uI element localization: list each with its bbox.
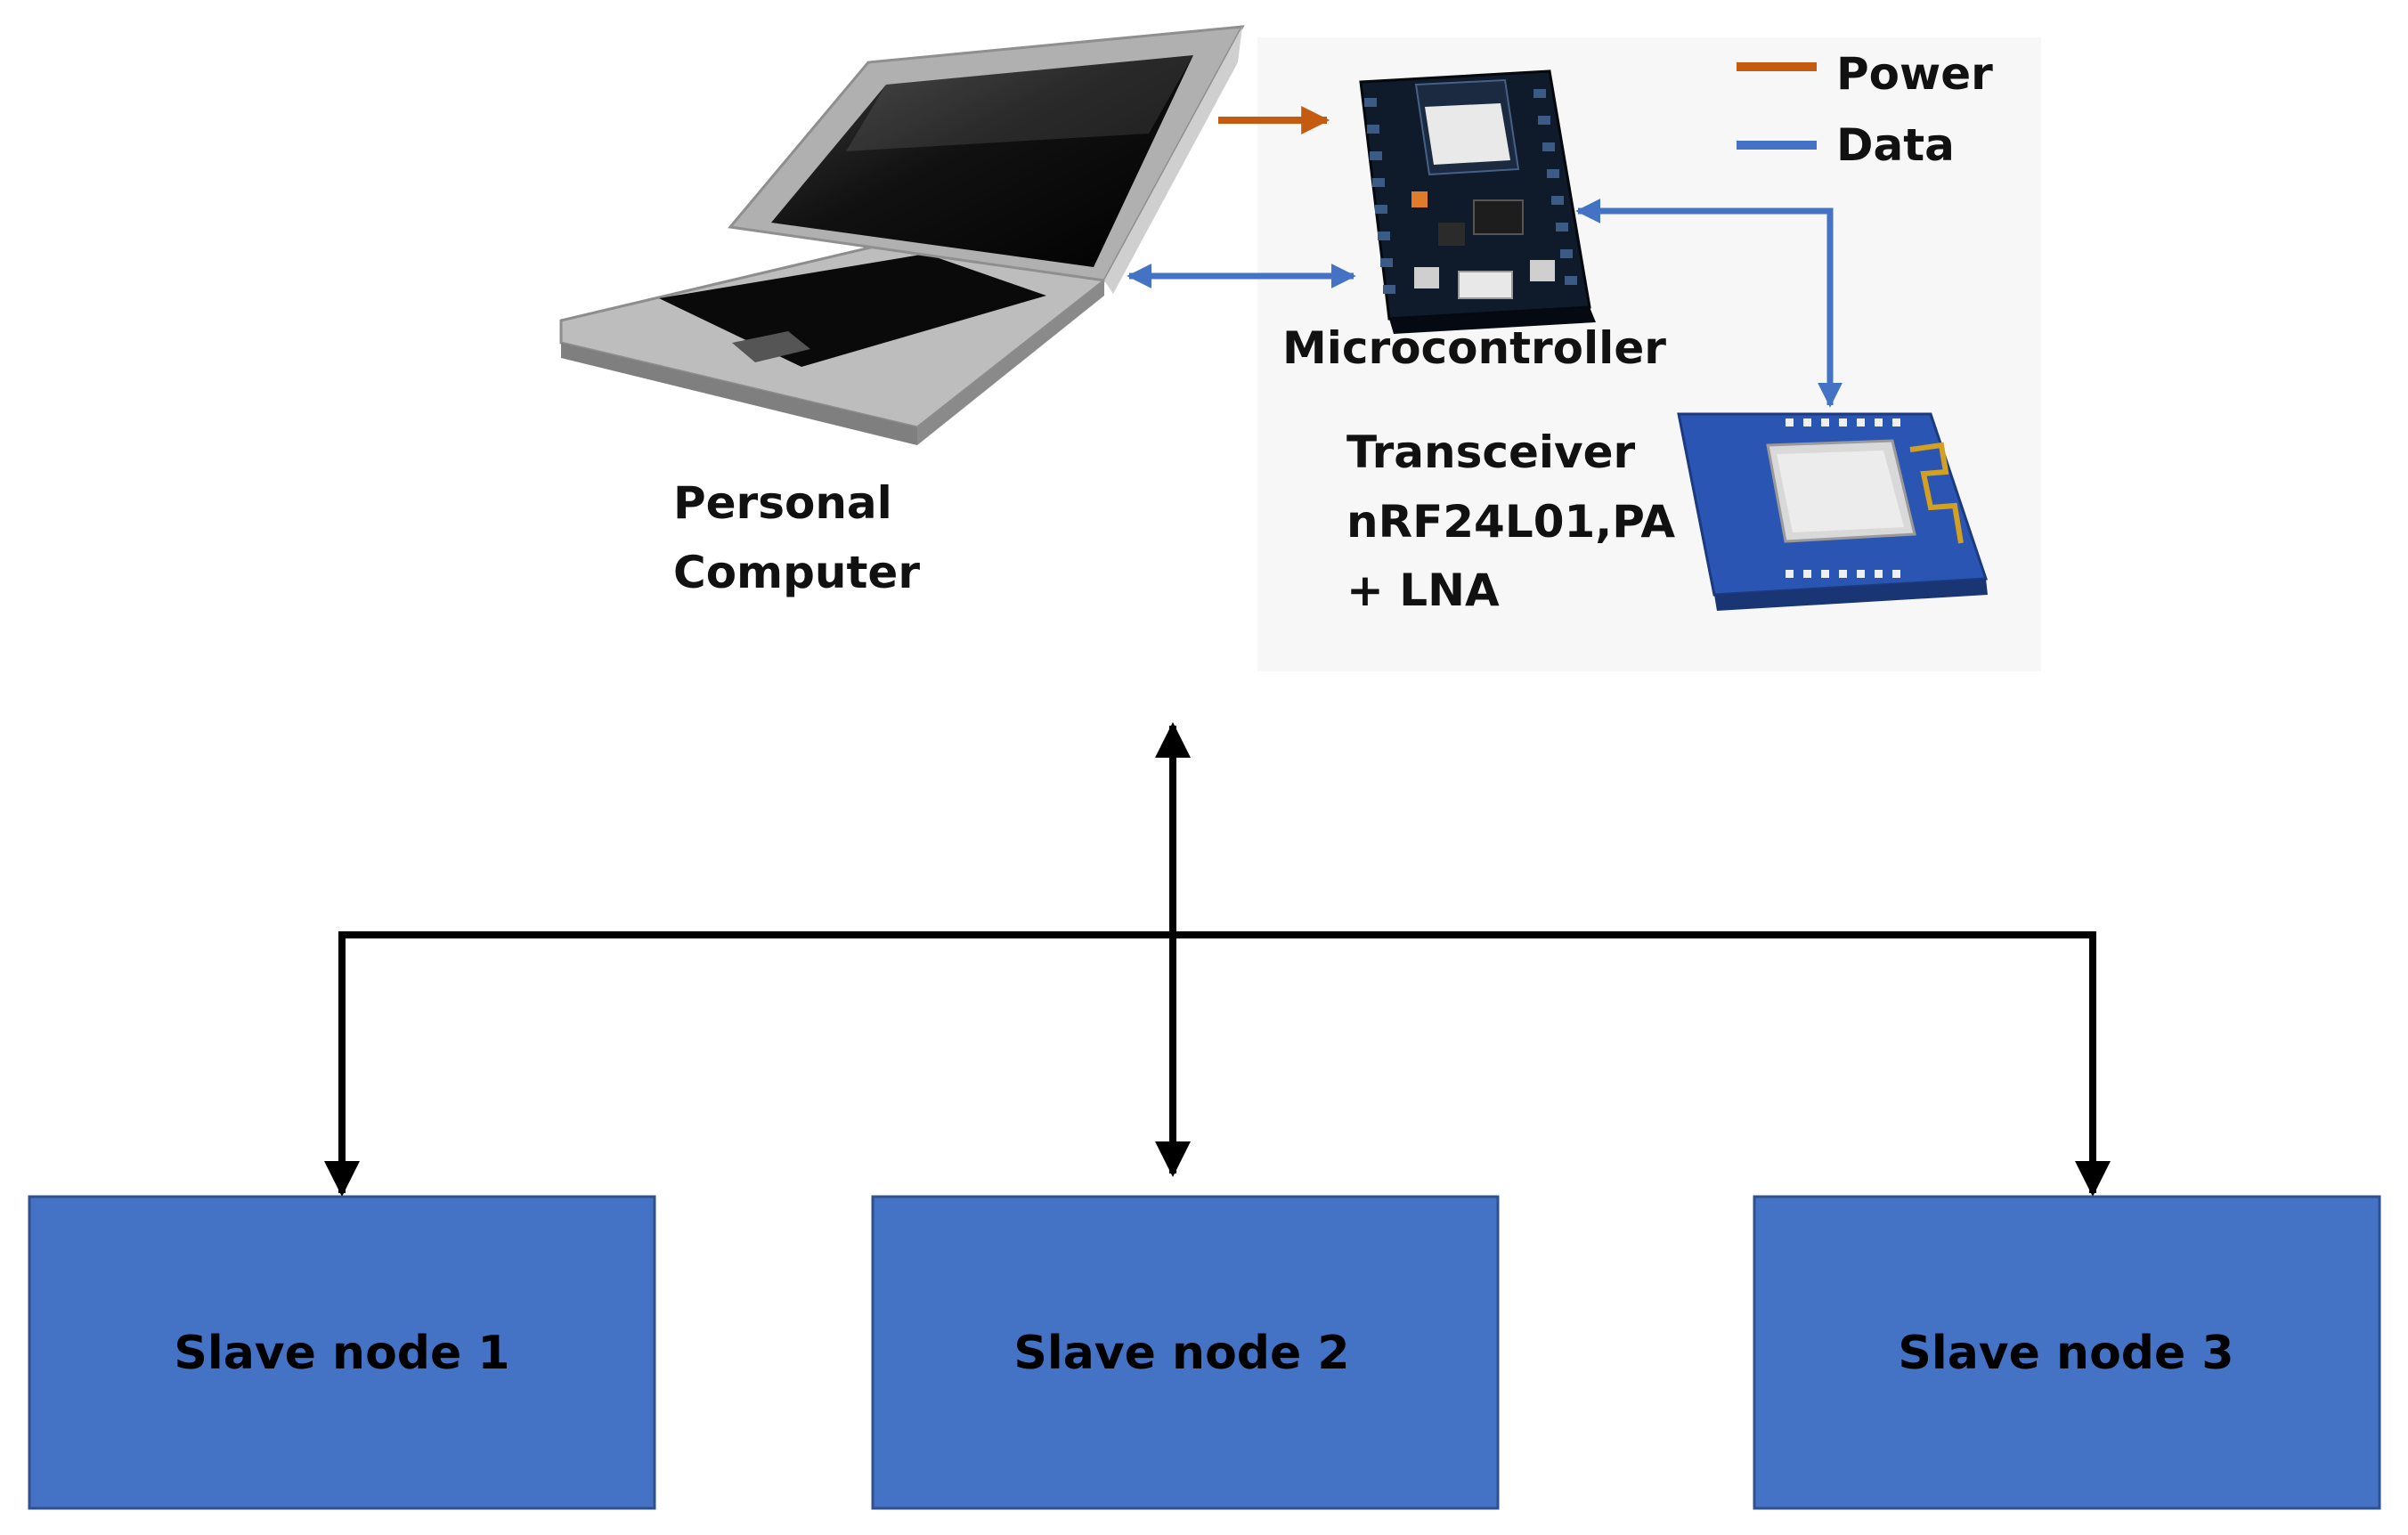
transceiver-label-line3: + LNA (1346, 564, 1500, 616)
pc-label-line1: Personal (673, 477, 892, 529)
pc-label-line2: Computer (673, 547, 920, 598)
slave-node-2-label: Slave node 2 (1013, 1327, 1349, 1380)
slave-node-2: Slave node 2 (871, 1195, 1500, 1510)
microcontroller-label: Microcontroller (1282, 322, 1666, 374)
data-arrow-mcu-transceiver (1575, 199, 1843, 408)
legend: Power Data (1737, 48, 1993, 171)
transceiver-label-line2: nRF24L01,PA (1346, 496, 1675, 548)
legend-data-label: Data (1836, 119, 1955, 171)
slave-node-1: Slave node 1 (28, 1195, 656, 1510)
slave-node-3-label: Slave node 3 (1898, 1327, 2233, 1380)
slave-node-3: Slave node 3 (1753, 1195, 2381, 1510)
transceiver-module-icon (1677, 412, 1989, 611)
slave-node-1-label: Slave node 1 (174, 1327, 509, 1380)
laptop-icon (559, 25, 1245, 445)
transceiver-label-line1: Transceiver (1346, 426, 1636, 478)
microcontroller-board-icon (1359, 69, 1596, 334)
legend-power-label: Power (1836, 48, 1993, 100)
